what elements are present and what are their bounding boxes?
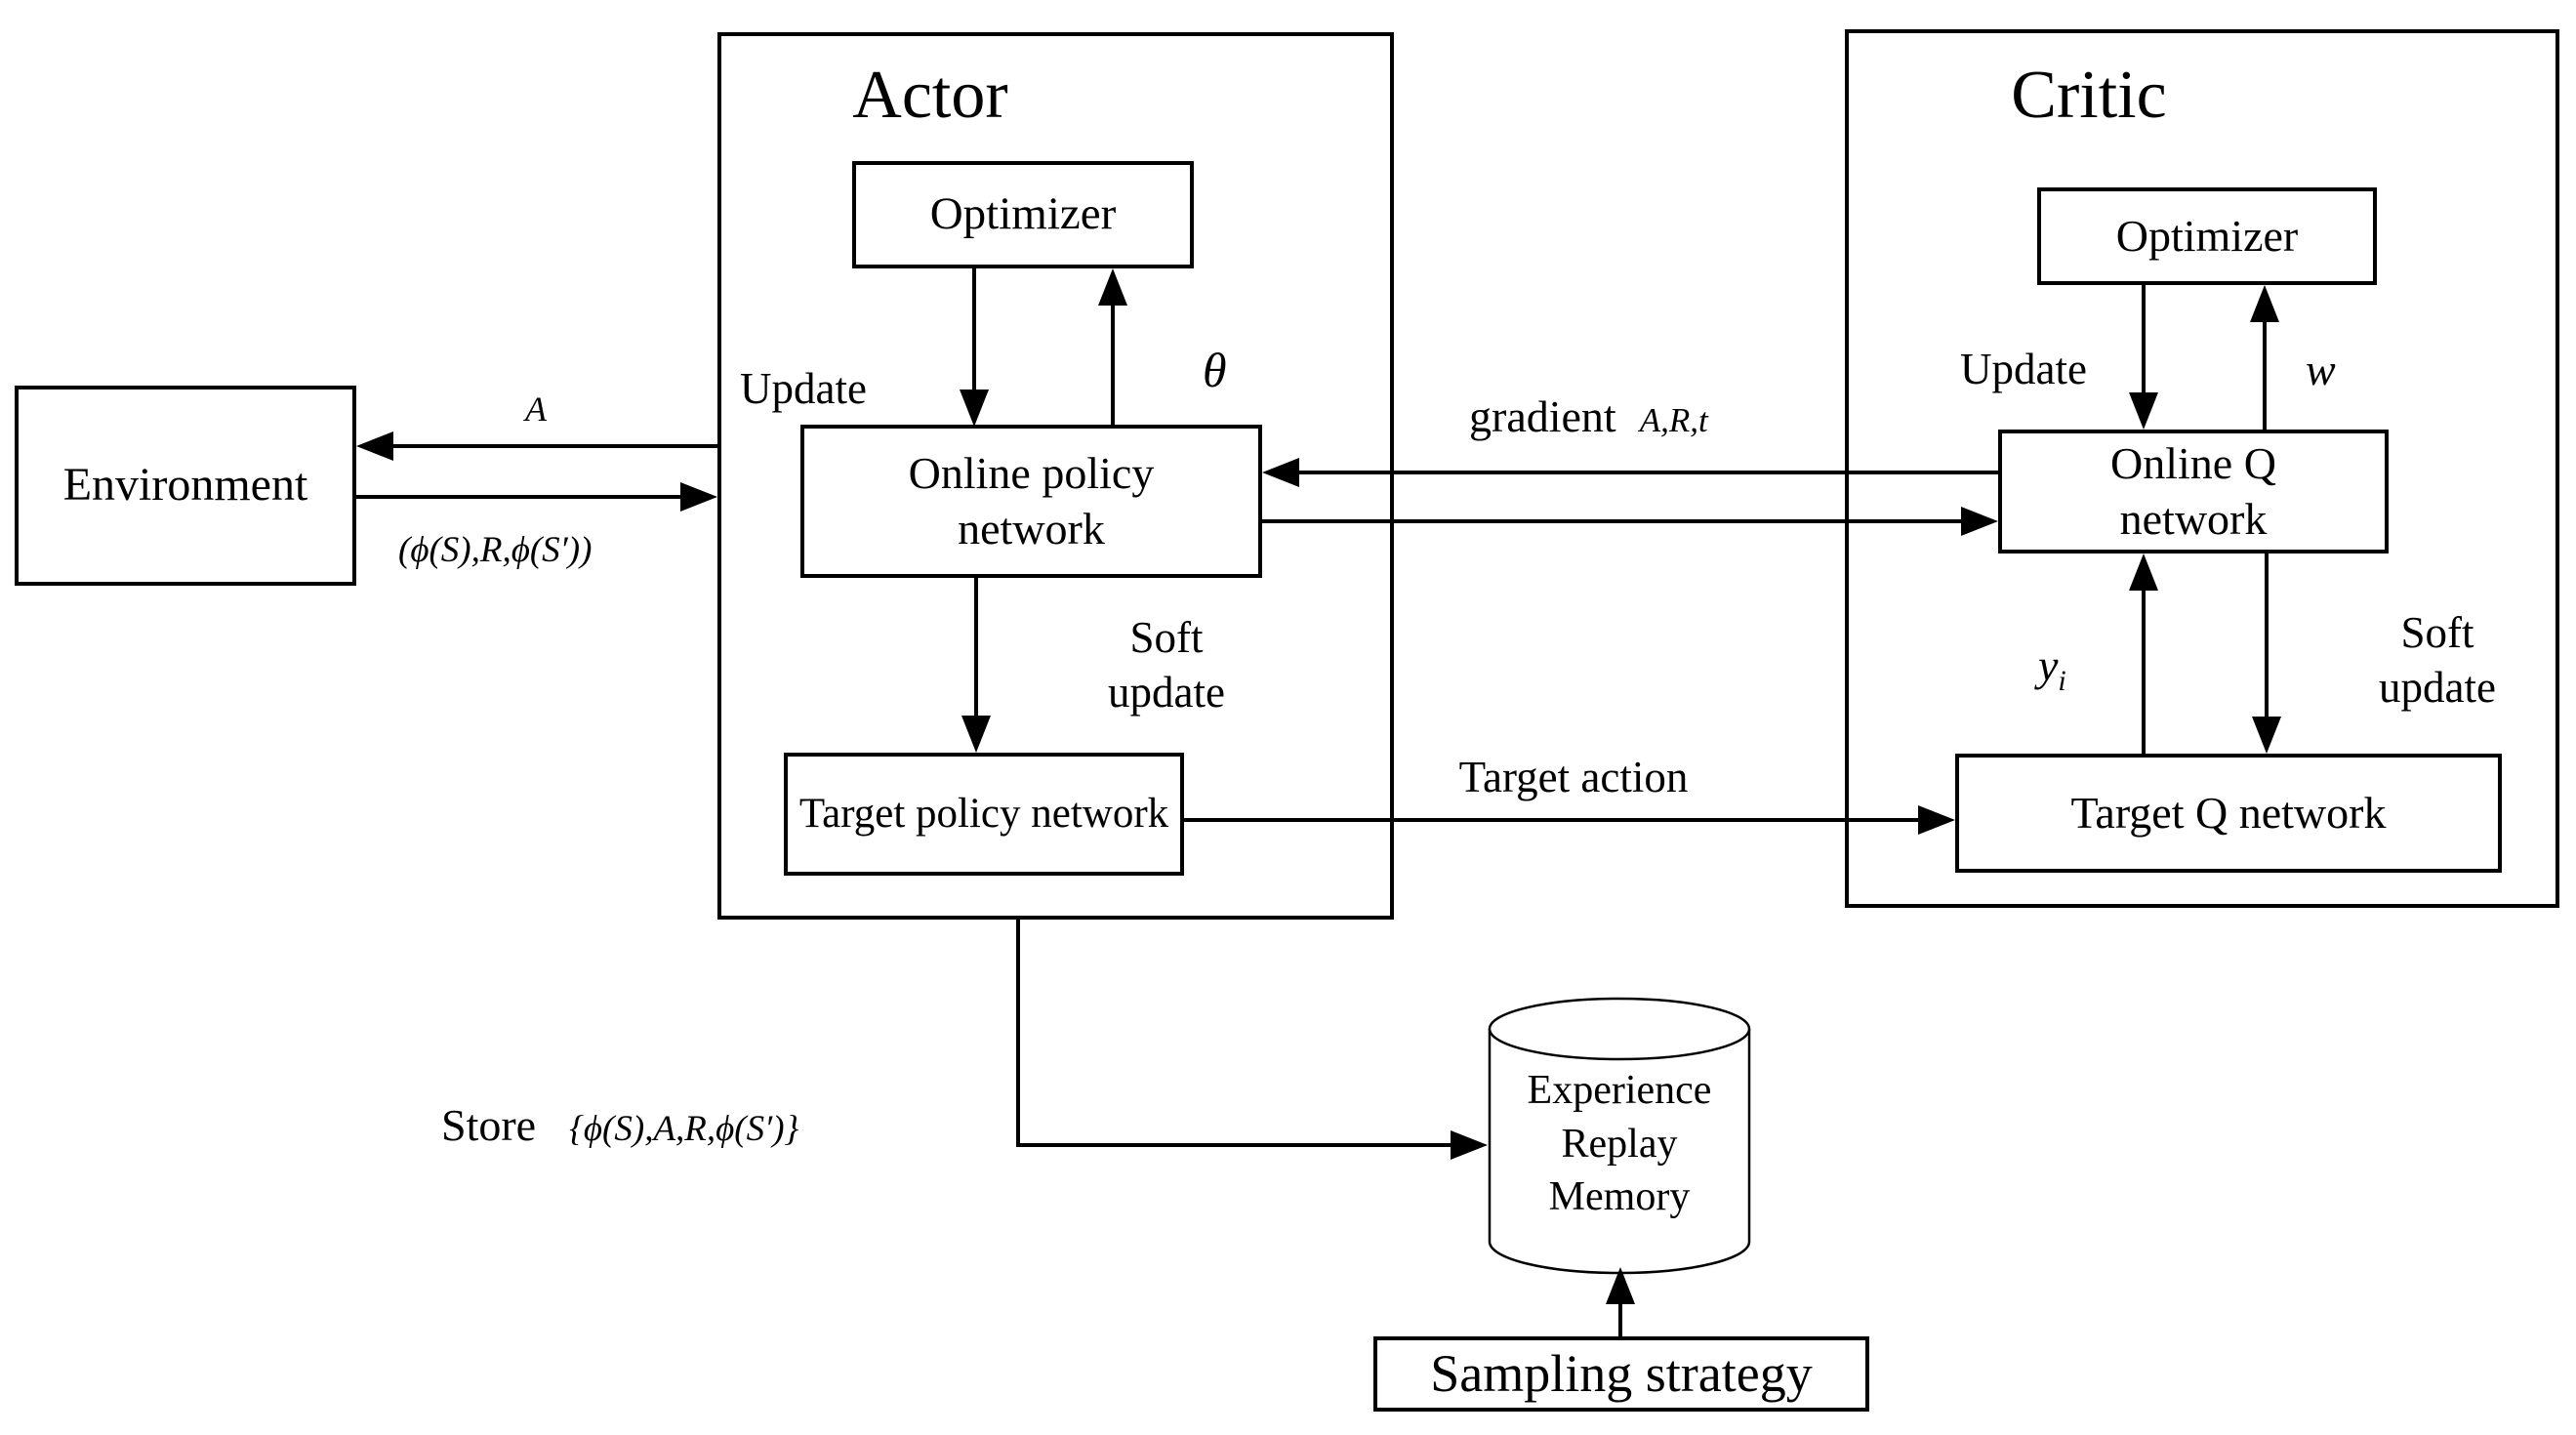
gradient-arrow-line	[1295, 471, 1998, 474]
online-policy-network-label: Online policy network	[908, 448, 1155, 554]
actor-optimizer-box: Optimizer	[852, 161, 1194, 268]
yi-label-sub: i	[2058, 665, 2066, 698]
sampling-arrowhead-icon	[1606, 1267, 1635, 1304]
memory-label-line1: Experience	[1527, 1068, 1712, 1113]
target-action-label: Target action	[1458, 753, 1689, 801]
theta-arrow-line	[1111, 304, 1115, 427]
yi-arrow-line	[2142, 589, 2146, 754]
gradient-arrowhead-icon	[1262, 458, 1299, 487]
target-policy-network-box: Target policy network	[784, 753, 1184, 876]
critic-soft-update-arrowhead-icon	[2252, 717, 2281, 754]
w-label: w	[2306, 345, 2336, 394]
memory-label-line2: Replay	[1561, 1121, 1678, 1167]
critic-update-label: Update	[1960, 345, 2087, 393]
env-tuple-label: (ϕ(S),R,ϕ(S′))	[398, 530, 593, 570]
environment-box: Environment	[15, 386, 356, 586]
target-q-network-box: Target Q network	[1955, 754, 2502, 873]
critic-optimizer-box: Optimizer	[2037, 187, 2377, 285]
theta-arrowhead-icon	[1098, 268, 1127, 306]
gradient-tuple-label: A,R,t	[1639, 401, 1708, 439]
experience-replay-memory-label: Experience Replay Memory	[1488, 1064, 1751, 1224]
critic-soft-update-label: Soft update	[2379, 608, 2496, 713]
target-q-network-label: Target Q network	[2070, 787, 2387, 838]
store-arrow-hline	[1016, 1143, 1454, 1147]
critic-optimizer-label: Optimizer	[2115, 210, 2299, 261]
store-arrowhead-icon	[1451, 1130, 1488, 1160]
actor-soft-update-arrow-line	[974, 578, 978, 719]
online-q-network-box: Online Q network	[1998, 430, 2389, 554]
env-tuple-arrow-line	[356, 495, 682, 499]
actor-update-label: Update	[740, 364, 867, 413]
experience-replay-cylinder-icon	[1488, 997, 1751, 1275]
target-action-arrowhead-icon	[1918, 805, 1955, 835]
env-tuple-arrowhead-icon	[680, 482, 717, 512]
yi-arrowhead-icon	[2129, 554, 2158, 591]
art-arrow-line	[1262, 519, 1963, 523]
actor-update-arrow-line	[972, 268, 976, 394]
memory-label-line3: Memory	[1548, 1174, 1691, 1220]
gradient-label: gradient	[1469, 391, 1616, 441]
action-label: A	[525, 390, 547, 429]
store-label-group: Store {ϕ(S),A,R,ϕ(S′)}	[441, 1099, 798, 1151]
target-action-arrow-line	[1184, 818, 1922, 822]
critic-title: Critic	[2011, 58, 2167, 133]
critic-soft-update-arrow-line	[2265, 554, 2269, 718]
yi-label: yi	[2038, 639, 2066, 698]
store-tuple-label: {ϕ(S),A,R,ϕ(S′)}	[569, 1109, 799, 1149]
actor-soft-update-arrowhead-icon	[961, 716, 991, 753]
store-arrow-vline	[1016, 920, 1020, 1147]
actor-update-arrowhead-icon	[960, 390, 989, 427]
critic-update-arrowhead-icon	[2129, 392, 2158, 430]
sampling-strategy-label: Sampling strategy	[1430, 1343, 1813, 1403]
critic-update-arrow-line	[2142, 285, 2146, 394]
w-arrow-line	[2263, 320, 2267, 430]
target-policy-network-label: Target policy network	[798, 790, 1169, 837]
actor-optimizer-label: Optimizer	[929, 188, 1117, 240]
environment-label: Environment	[62, 459, 308, 512]
online-policy-network-box: Online policy network	[800, 425, 1262, 578]
actor-title: Actor	[852, 58, 1008, 133]
art-arrowhead-icon	[1961, 507, 1998, 536]
sampling-strategy-box: Sampling strategy	[1373, 1336, 1869, 1412]
store-label: Store	[441, 1100, 537, 1150]
online-q-network-label: Online Q network	[2110, 438, 2276, 544]
action-arrowhead-icon	[356, 431, 393, 461]
actor-soft-update-label: Soft update	[1108, 613, 1225, 718]
w-arrowhead-icon	[2250, 285, 2279, 322]
action-arrow-line	[389, 444, 717, 448]
gradient-label-group: gradient A,R,t	[1469, 390, 1708, 442]
theta-label: θ	[1203, 343, 1227, 397]
sampling-arrow-line	[1618, 1302, 1622, 1336]
yi-label-base: y	[2038, 640, 2059, 690]
